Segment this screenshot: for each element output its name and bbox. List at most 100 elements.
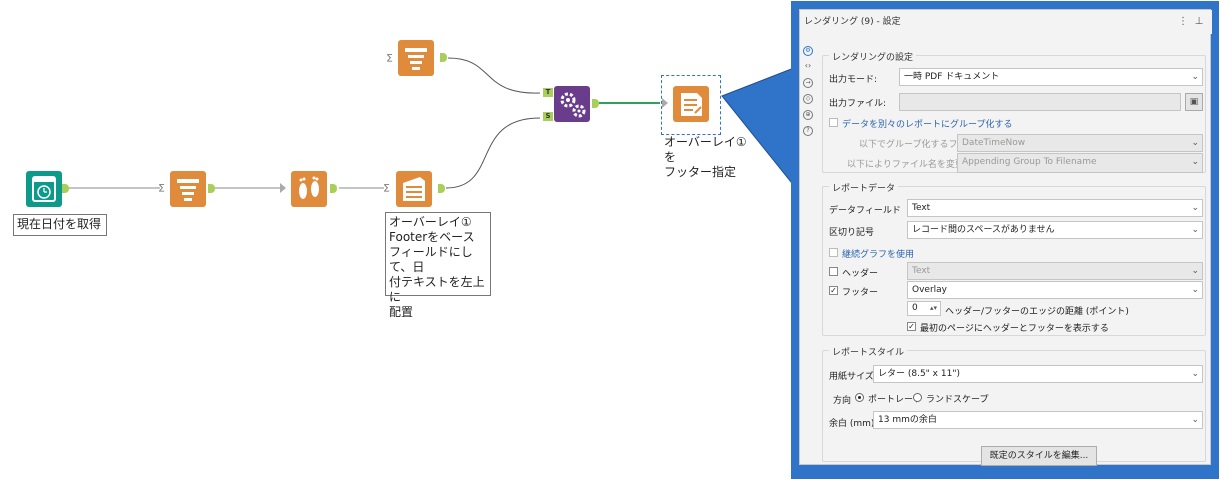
list-icon bbox=[405, 48, 427, 70]
layers-icon bbox=[403, 177, 425, 201]
chevron-down-icon: ⌄ bbox=[1191, 225, 1199, 235]
edge-distance-stepper[interactable]: 0 ▴▾ bbox=[907, 301, 941, 316]
group-checkbox[interactable] bbox=[829, 118, 838, 127]
input-anchor-bottom[interactable]: S bbox=[543, 112, 553, 121]
output-file-label: 出力ファイル: bbox=[829, 99, 887, 109]
input-anchor-top[interactable]: T bbox=[543, 88, 553, 97]
portrait-label: ポートレート bbox=[868, 395, 923, 405]
filename-change-value: Appending Group To Filename bbox=[962, 157, 1097, 167]
header-value: Text bbox=[912, 266, 931, 276]
group-field-value: DateTimeNow bbox=[962, 138, 1026, 148]
paper-size-value: レター (8.5" x 11") bbox=[878, 369, 960, 379]
output-mode-value: 一時 PDF ドキュメント bbox=[904, 72, 1000, 82]
section-title: レポートスタイル bbox=[829, 345, 908, 358]
gear-icon[interactable]: ⚙ bbox=[803, 46, 813, 56]
filename-change-select[interactable]: Appending Group To Filename ⌄ bbox=[957, 153, 1203, 173]
report-data-section: レポートデータ データフィールド Text ⌄ 区切り記号 レコード間のスペース… bbox=[822, 181, 1206, 336]
configuration-panel: レンダリング (9) - 設定 ⋮ ⊥ ⚙ ‹› → ◇ ⊕ ? レンダリングの… bbox=[791, 1, 1219, 479]
code-icon[interactable]: ‹› bbox=[804, 61, 812, 70]
paper-size-select[interactable]: レター (8.5" x 11") ⌄ bbox=[873, 365, 1203, 383]
footer-checkbox[interactable]: ✓ bbox=[829, 286, 838, 295]
menu-icon[interactable]: ⋮ bbox=[1178, 16, 1188, 27]
render-settings-section: レンダリングの設定 出力モード: 一時 PDF ドキュメント ⌄ 出力ファイル:… bbox=[822, 50, 1206, 173]
output-anchor[interactable] bbox=[438, 184, 445, 193]
chevron-down-icon: ⌄ bbox=[1191, 415, 1199, 425]
margin-value: 13 mmの余白 bbox=[878, 415, 937, 425]
footer-select[interactable]: Overlay ⌄ bbox=[907, 281, 1203, 299]
edge-distance-value: 0 bbox=[912, 303, 918, 313]
separator-label: 区切り記号 bbox=[829, 228, 875, 238]
margin-select[interactable]: 13 mmの余白 ⌄ bbox=[873, 411, 1203, 429]
input-anchor[interactable] bbox=[280, 183, 286, 193]
section-title: レンダリングの設定 bbox=[829, 50, 917, 63]
edge-distance-label: ヘッダー/フッターのエッジの距離 (ポイント) bbox=[945, 307, 1129, 317]
input-anchor[interactable] bbox=[662, 98, 668, 108]
formula-tool[interactable] bbox=[170, 171, 206, 207]
group-field-label: 以下でグループ化するフィールド: bbox=[859, 140, 997, 150]
data-field-label: データフィールド bbox=[829, 206, 901, 216]
first-page-checkbox[interactable]: ✓ bbox=[907, 322, 916, 331]
render-tool[interactable] bbox=[673, 86, 709, 122]
connection-line bbox=[447, 57, 541, 94]
list-icon bbox=[177, 179, 199, 201]
continuous-checkbox[interactable] bbox=[829, 248, 838, 257]
chevron-down-icon: ⌄ bbox=[1191, 203, 1199, 213]
overlay-tool[interactable] bbox=[396, 171, 432, 207]
date-time-tool[interactable] bbox=[26, 171, 62, 207]
output-anchor[interactable] bbox=[592, 99, 599, 108]
separator-select[interactable]: レコード間のスペースがありません ⌄ bbox=[907, 221, 1203, 239]
header-checkbox[interactable] bbox=[829, 267, 838, 276]
footer-label: フッター bbox=[842, 288, 879, 298]
paper-size-label: 用紙サイズ bbox=[829, 372, 874, 382]
landscape-radio[interactable] bbox=[913, 393, 922, 402]
output-anchor[interactable] bbox=[62, 184, 69, 193]
header-select[interactable]: Text ⌄ bbox=[907, 262, 1203, 280]
edit-style-button[interactable]: 既定のスタイルを編集... bbox=[981, 446, 1097, 466]
connection-line bbox=[445, 117, 541, 189]
layout-tool[interactable] bbox=[554, 86, 590, 122]
landscape-label: ランドスケープ bbox=[926, 395, 989, 405]
input-anchor[interactable]: ∑ bbox=[384, 183, 390, 192]
document-edit-icon bbox=[681, 93, 702, 116]
output-file-input[interactable] bbox=[899, 93, 1181, 111]
chevron-down-icon: ⌄ bbox=[1191, 157, 1199, 167]
continuous-label: 継続グラフを使用 bbox=[842, 250, 915, 260]
footprints-icon bbox=[299, 176, 319, 199]
table-tool[interactable] bbox=[398, 40, 434, 76]
margin-label: 余白 (mm) bbox=[829, 419, 875, 429]
chevron-down-icon: ⌄ bbox=[1191, 285, 1199, 295]
first-page-label: 最初のページにヘッダーとフッターを表示する bbox=[920, 324, 1109, 334]
portrait-radio[interactable] bbox=[855, 393, 864, 402]
stepper-arrows-icon[interactable]: ▴▾ bbox=[929, 304, 937, 312]
tool-annotation-overlay: オーバーレイ① Footerをベース フィールドにして、日 付テキストを左上に … bbox=[385, 212, 491, 319]
tag-icon[interactable]: ◇ bbox=[803, 94, 813, 104]
group-checkbox-label: データを別々のレポートにグループ化する bbox=[842, 120, 1013, 130]
data-field-value: Text bbox=[912, 203, 931, 213]
header-label: ヘッダー bbox=[842, 269, 879, 279]
input-anchor[interactable]: ∑ bbox=[159, 183, 165, 192]
gears-icon bbox=[560, 92, 586, 118]
output-mode-label: 出力モード: bbox=[829, 75, 878, 85]
globe-icon[interactable]: ⊕ bbox=[803, 110, 813, 120]
section-title: レポートデータ bbox=[829, 181, 899, 194]
report-style-section: レポートスタイル 用紙サイズ レター (8.5" x 11") ⌄ 方向 ポート… bbox=[822, 345, 1206, 466]
circle-arrow-icon[interactable]: → bbox=[803, 78, 813, 88]
output-anchor[interactable] bbox=[440, 53, 447, 62]
input-anchor[interactable]: ∑ bbox=[387, 53, 393, 62]
data-field-select[interactable]: Text ⌄ bbox=[907, 199, 1203, 217]
pin-icon[interactable]: ⊥ bbox=[1194, 16, 1204, 27]
tool-annotation-render: オーバーレイ①を フッター指定 bbox=[664, 135, 747, 179]
footer-tool[interactable] bbox=[291, 171, 327, 207]
help-icon[interactable]: ? bbox=[803, 126, 813, 136]
output-anchor[interactable] bbox=[330, 184, 337, 193]
output-anchor[interactable] bbox=[208, 184, 215, 193]
chevron-down-icon: ⌄ bbox=[1191, 72, 1199, 82]
separator-value: レコード間のスペースがありません bbox=[912, 225, 1055, 235]
group-field-select[interactable]: DateTimeNow ⌄ bbox=[957, 134, 1203, 152]
output-mode-select[interactable]: 一時 PDF ドキュメント ⌄ bbox=[899, 68, 1203, 86]
calendar-clock-icon bbox=[32, 176, 56, 202]
save-icon[interactable]: ▣ bbox=[1185, 93, 1203, 111]
orientation-label: 方向 bbox=[833, 396, 852, 406]
